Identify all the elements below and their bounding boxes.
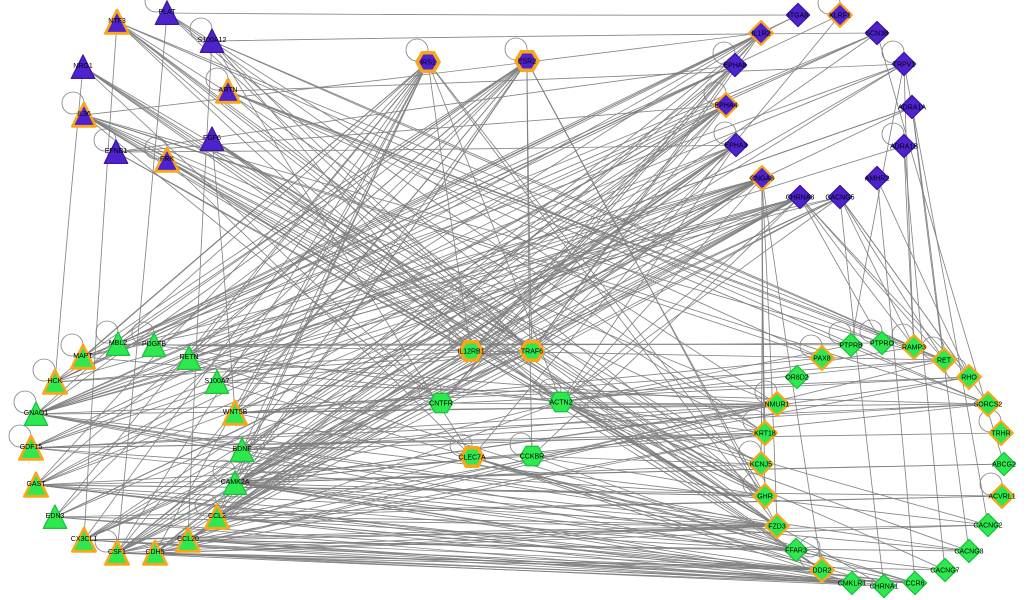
svg-text:CAMK2A: CAMK2A [221, 479, 250, 486]
svg-text:IL12RB1: IL12RB1 [457, 349, 484, 356]
svg-text:ADRA1A: ADRA1A [898, 105, 926, 112]
svg-text:PTPRO: PTPRO [870, 341, 895, 348]
svg-text:CCKBR: CCKBR [520, 454, 545, 461]
svg-text:NRG1: NRG1 [73, 63, 93, 70]
svg-text:CHRNA1: CHRNA1 [870, 584, 899, 591]
svg-text:S100A12: S100A12 [198, 37, 227, 44]
svg-text:MAPT: MAPT [73, 353, 93, 360]
svg-text:FRK: FRK [160, 156, 174, 163]
svg-text:RHO: RHO [961, 375, 977, 382]
svg-text:CACNG2: CACNG2 [973, 523, 1002, 530]
svg-text:AMHR2: AMHR2 [865, 176, 890, 183]
svg-text:PTPRB: PTPRB [839, 343, 863, 350]
svg-text:NTF3: NTF3 [108, 18, 126, 25]
svg-text:KLRF1: KLRF1 [829, 13, 851, 20]
svg-text:ESR2: ESR2 [518, 59, 536, 66]
svg-text:IL36: IL36 [77, 111, 91, 118]
svg-text:KCNJ5: KCNJ5 [750, 462, 772, 469]
svg-text:SCN3B: SCN3B [865, 31, 889, 38]
svg-text:CACNG7: CACNG7 [930, 568, 959, 575]
svg-text:KRT18: KRT18 [754, 431, 776, 438]
svg-text:ADRA1B: ADRA1B [890, 144, 918, 151]
svg-text:NMUR1: NMUR1 [765, 402, 790, 409]
svg-text:CCR6: CCR6 [905, 581, 924, 588]
svg-text:MBL2: MBL2 [109, 340, 127, 347]
svg-text:EPHA3: EPHA3 [725, 143, 748, 150]
svg-text:CDH5: CDH5 [145, 549, 164, 556]
svg-text:TRAF6: TRAF6 [521, 349, 543, 356]
svg-text:IRS1: IRS1 [420, 60, 436, 67]
svg-text:DDR2: DDR2 [812, 568, 831, 575]
svg-text:RAMP3: RAMP3 [902, 345, 926, 352]
svg-text:WNT5B: WNT5B [223, 409, 248, 416]
svg-text:CLEC7A: CLEC7A [458, 455, 486, 462]
svg-text:S100A7: S100A7 [205, 378, 230, 385]
svg-text:ACVRL1: ACVRL1 [988, 494, 1015, 501]
svg-text:CX3CL1: CX3CL1 [71, 536, 98, 543]
svg-text:PDGFB: PDGFB [142, 341, 166, 348]
svg-text:CNGA3: CNGA3 [750, 176, 774, 183]
svg-text:RET: RET [937, 358, 952, 365]
svg-text:GNAO1: GNAO1 [24, 410, 49, 417]
svg-text:TRPV1: TRPV1 [893, 62, 916, 69]
svg-text:FGF6: FGF6 [203, 135, 221, 142]
svg-text:PLAT: PLAT [159, 9, 177, 16]
svg-text:FZD3: FZD3 [768, 524, 786, 531]
svg-text:EPHA8: EPHA8 [724, 63, 747, 70]
svg-text:ABCG2: ABCG2 [992, 462, 1016, 469]
svg-text:EFNB1: EFNB1 [105, 148, 128, 155]
svg-text:CSF1: CSF1 [108, 549, 126, 556]
svg-text:ITGA8: ITGA8 [788, 13, 808, 20]
svg-text:ACTN2: ACTN2 [550, 400, 573, 407]
svg-text:ARTN: ARTN [219, 87, 238, 94]
svg-text:CHRNA3: CHRNA3 [786, 195, 815, 202]
svg-text:EPHA4: EPHA4 [715, 103, 738, 110]
svg-text:OR8D2: OR8D2 [785, 375, 808, 382]
svg-text:CCL2: CCL2 [208, 513, 226, 520]
svg-text:SORCS2: SORCS2 [974, 402, 1003, 409]
svg-text:GDF15: GDF15 [20, 444, 43, 451]
svg-text:EDN3: EDN3 [46, 513, 65, 520]
svg-text:CNTFR: CNTFR [429, 401, 453, 408]
svg-text:GHR: GHR [757, 494, 773, 501]
svg-text:CACNG5: CACNG5 [825, 195, 854, 202]
svg-text:CMKLR1: CMKLR1 [838, 581, 867, 588]
svg-text:FFAR3: FFAR3 [785, 548, 807, 555]
svg-text:BDNF: BDNF [232, 446, 251, 453]
svg-text:RETN: RETN [179, 354, 198, 361]
svg-text:CACNG3: CACNG3 [954, 549, 983, 556]
svg-text:GAST: GAST [26, 481, 46, 488]
svg-text:CCL20: CCL20 [177, 536, 199, 543]
svg-text:HCK: HCK [48, 378, 63, 385]
svg-text:TRHR: TRHR [991, 431, 1010, 438]
svg-text:PAX8: PAX8 [813, 356, 830, 363]
svg-text:IL1R2: IL1R2 [752, 31, 771, 38]
